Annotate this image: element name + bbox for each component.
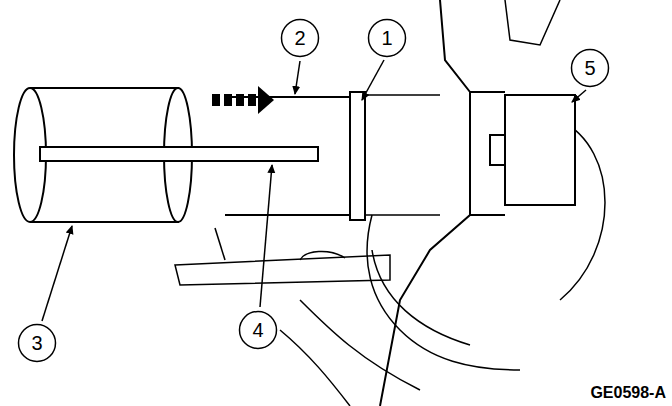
callout-circle: 1 [367, 18, 407, 58]
callout-number: 2 [280, 18, 320, 58]
callout-circle: 4 [238, 310, 278, 350]
callout-circle: 3 [17, 323, 57, 363]
callout-circle: 5 [570, 48, 610, 88]
callout-circle: 2 [280, 18, 320, 58]
callout-number: 5 [570, 48, 610, 88]
callout-number: 1 [367, 18, 407, 58]
figure-code: GE0598-A [590, 384, 666, 402]
callout-number: 4 [238, 310, 278, 350]
callout-number: 3 [17, 323, 57, 363]
